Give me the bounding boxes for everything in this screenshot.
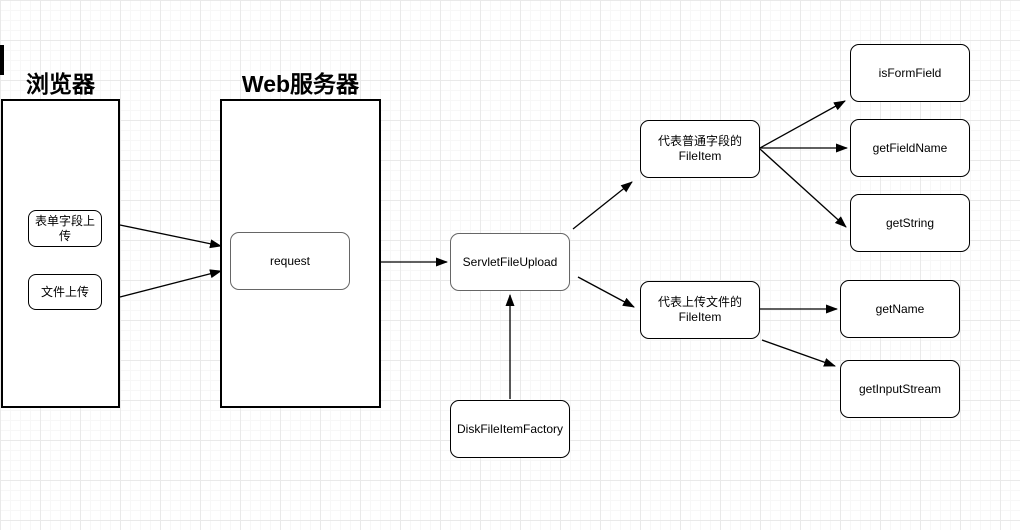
edge-servlet-to-form-field-fileitem <box>572 181 633 230</box>
edge-browser-form-to-request <box>119 224 222 249</box>
node-get-name: getName <box>840 280 960 338</box>
edge-upload-fileitem-to-get-input-stream <box>761 339 836 367</box>
group-browser <box>1 99 120 408</box>
node-file-upload: 文件上传 <box>28 274 102 310</box>
window-edge-artifact <box>0 45 4 75</box>
node-get-string: getString <box>850 194 970 252</box>
edge-browser-file-to-request <box>119 269 222 298</box>
group-title-browser: 浏览器 <box>26 71 95 97</box>
node-disk-file-item-factory: DiskFileItemFactory <box>450 400 570 458</box>
node-request: request <box>230 232 350 290</box>
node-is-form-field: isFormField <box>850 44 970 102</box>
node-form-field-upload: 表单字段上 传 <box>28 210 102 247</box>
node-form-field-fileitem: 代表普通字段的 FileItem <box>640 120 760 178</box>
group-title-webserver: Web服务器 <box>241 71 360 97</box>
node-get-input-stream: getInputStream <box>840 360 960 418</box>
edge-servlet-to-upload-file-fileitem <box>577 276 635 308</box>
node-servlet-file-upload: ServletFileUpload <box>450 233 570 291</box>
edge-form-fileitem-to-get-string <box>759 148 847 228</box>
node-get-field-name: getFieldName <box>850 119 970 177</box>
node-upload-file-fileitem: 代表上传文件的 FileItem <box>640 281 760 339</box>
edge-form-fileitem-to-is-form-field <box>759 100 846 149</box>
